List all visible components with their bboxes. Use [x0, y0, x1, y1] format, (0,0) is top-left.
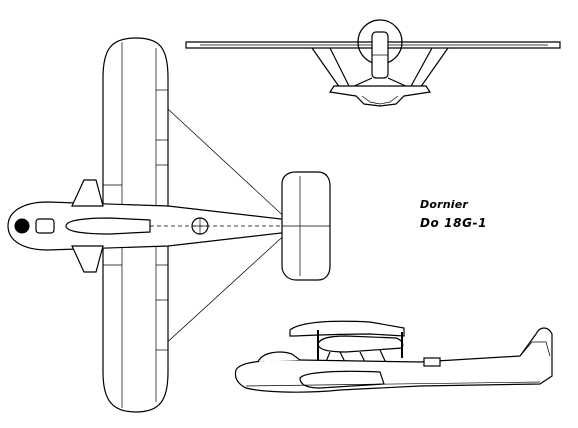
plan-engine-nacelle: [65, 217, 151, 235]
side-tail-fin: [519, 341, 551, 357]
front-hull: [328, 85, 432, 107]
model-label: Do 18G-1: [420, 215, 488, 230]
front-struts: [311, 47, 449, 89]
plan-view: [7, 37, 331, 413]
plan-sponson-lower: [71, 245, 104, 273]
plan-cockpit: [35, 218, 55, 234]
manufacturer-label: Dornier: [420, 198, 468, 211]
side-wing: [289, 320, 405, 337]
front-view: [185, 19, 561, 107]
side-view: [234, 320, 553, 393]
plan-bow-turret: [14, 218, 30, 234]
side-cockpit: [257, 351, 301, 363]
side-sponson: [299, 370, 385, 389]
aircraft-caption: Dornier Do 18G-1: [420, 198, 530, 231]
plan-sponson-upper: [71, 179, 104, 207]
side-engine-nacelle: [317, 335, 404, 353]
plan-wing-ribs: [103, 89, 168, 351]
side-hull-window: [423, 357, 441, 367]
